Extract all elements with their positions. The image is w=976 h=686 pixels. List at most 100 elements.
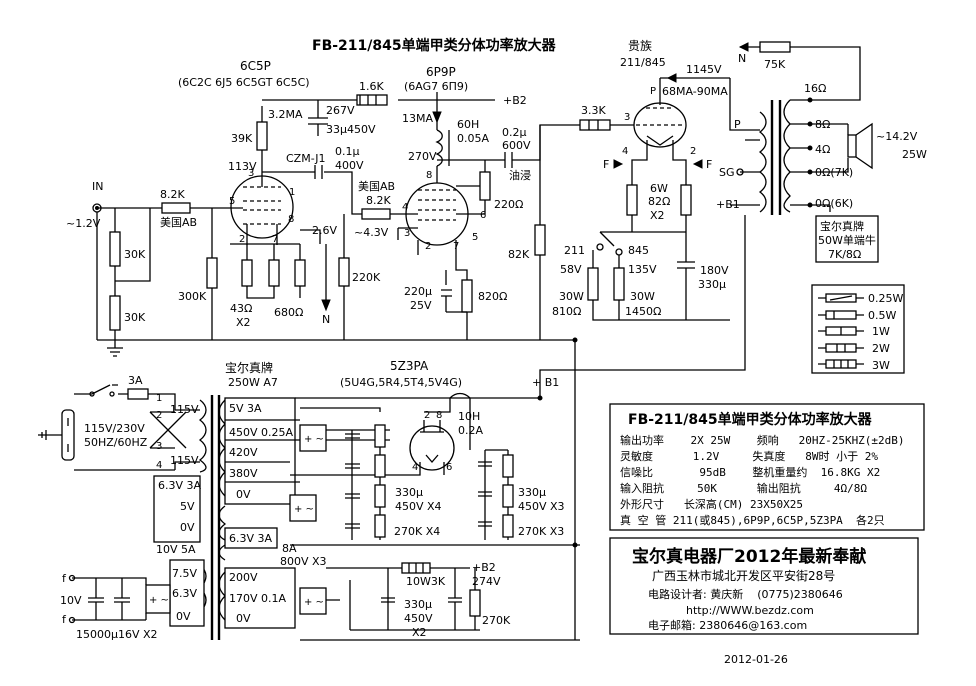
label-270k-x4: 270K X4 (394, 525, 440, 538)
label-mains-freq: 50HZ/60HZ (84, 436, 148, 449)
label-sec-6-3v-3a-b: 6.3V 3A (229, 532, 273, 545)
spec-row: 输入阻抗 50K 输出阻抗 4Ω/8Ω (620, 481, 867, 495)
label-pt-brand: 宝尔真牌 (225, 360, 273, 375)
label-2-6v: 2.6V (312, 224, 337, 237)
label-b1-mid: + B1 (532, 376, 559, 389)
output-transformer: P SG +B1 16Ω 8Ω 4Ω 0Ω(7K) 0Ω(6K) ~14.2V … (716, 78, 927, 263)
pin-label: 1 (289, 187, 295, 198)
svg-text:+ ~: + ~ (304, 597, 324, 608)
ground-symbol-input (97, 339, 200, 357)
label-tube-211: 贵族 (628, 39, 652, 53)
secondary-bias-box (224, 567, 296, 629)
label-0-2a: 0.2A (458, 424, 483, 437)
pin-label: 2 (156, 410, 162, 421)
label-270v: 270V (408, 150, 437, 163)
pin-label: 8 (426, 170, 432, 181)
pin-label: 2 (424, 410, 430, 421)
tube-211-envelope (633, 102, 687, 148)
tube-5z3pa-envelope (409, 425, 455, 471)
label-1450: 1450Ω (625, 305, 661, 318)
spec-row: 信噪比 95dB 整机重量约 16.8KG X2 (620, 465, 880, 479)
label-sec-6-3v: 6.3V (172, 587, 197, 600)
spec-row: 真 空 管 211(或845),6P9P,6C5P,5Z3PA 各2只 (620, 513, 885, 527)
label-sec-380v: 380V (229, 467, 258, 480)
label-n-b: N (738, 52, 746, 65)
resistor-8k2-b (361, 208, 391, 220)
label-30w-a: 30W (559, 290, 584, 303)
tube-6c5p: 6C5P (6C2C 6J5 6C5GT 6C5C) 3 5 8 2 7 1 1… (178, 59, 575, 341)
resistor-680 (294, 259, 306, 287)
label-tube-211-sub: 211/845 (620, 56, 666, 69)
label-180v: 180V (700, 264, 729, 277)
label-b2-bot: +B2 (472, 561, 496, 574)
label-p-pin: P (734, 118, 741, 131)
label-8k2-a: 8.2K (160, 188, 185, 201)
label-450v-x3: 450V X3 (518, 500, 565, 513)
feedback-network: N 75K (738, 41, 861, 101)
credit-box: 宝尔真电器厂2012年最新奉献 广西玉林市城北开发区平安街28号 电路设计者: … (609, 537, 919, 635)
resistor-820 (461, 279, 473, 313)
label-tap-0-6k: 0Ω(6K) (815, 197, 853, 210)
pin-label: P (650, 86, 656, 97)
label-800v-x3: 800V X3 (280, 555, 327, 568)
diode-bridge-c (299, 587, 327, 615)
label-pt-rating: 250W A7 (228, 376, 278, 389)
resistor-3k3 (579, 119, 611, 131)
pin-label: 7 (272, 234, 278, 245)
resistor-39k (256, 121, 268, 151)
label-tube-5z3pa: 5Z3PA (390, 359, 429, 373)
label-3k3: 3.3K (581, 104, 606, 117)
pin-label: 6 (480, 210, 486, 221)
resistor-1k6 (356, 94, 388, 106)
spec-row: 灵敏度 1.2V 失真度 8W时 小于 2% (620, 449, 878, 463)
label-6w: 6W (650, 182, 668, 195)
label-1k6: 1.6K (359, 80, 384, 93)
label-58v: 58V (560, 263, 582, 276)
label-sec-0v-d: 0V (236, 612, 251, 625)
output-transformer-note (815, 215, 879, 263)
label-sec-170v: 170V 0.1A (229, 592, 287, 605)
label-tube-6p9p: 6P9P (426, 65, 456, 79)
label-75k: 75K (764, 58, 786, 71)
secondary-heater-box (153, 475, 201, 543)
input-stage: IN ~1.2V 30K 30K 8.2K 美国AB 300K (66, 180, 230, 357)
label-sec-0v-b: 0V (180, 521, 195, 534)
label-ot-rating: 50W单端牛 (818, 233, 876, 247)
resistor-220k (338, 257, 350, 287)
label-meiguo-ab-a: 美国AB (160, 216, 197, 229)
label-300k: 300K (178, 290, 207, 303)
label-680: 680Ω (274, 306, 303, 319)
label-sec-450v: 450V 0.25A (229, 426, 294, 439)
label-fuse-3a: 3A (128, 374, 143, 387)
label-13ma: 13MA (402, 112, 433, 125)
label-30k-a: 30K (124, 248, 146, 261)
credit-web: http://WWW.bezdz.com (686, 604, 814, 617)
label-43: 43Ω (230, 302, 252, 315)
resistor-30k-a (109, 231, 121, 267)
pin-label: F (706, 158, 712, 171)
label-330u-b: 330μ (404, 598, 432, 611)
credit-email: 电子邮箱: 2380646@163.com (648, 618, 807, 632)
resistor-300k (206, 257, 218, 289)
label-sel-211: 211 (564, 244, 585, 257)
label-8a: 8A (282, 542, 297, 555)
mains-plug-icon (61, 409, 75, 461)
label-3-2ma: 3.2MA (268, 108, 303, 121)
label-82k: 82K (508, 248, 530, 261)
resistor-220 (479, 171, 491, 201)
label-820: 820Ω (478, 290, 507, 303)
label-tap-4: 4Ω (815, 143, 830, 156)
label-in: IN (92, 180, 103, 193)
label-220u: 220μ (404, 285, 432, 298)
label-15000u: 15000μ16V X2 (76, 628, 158, 641)
label-b1-plus: +B1 (716, 198, 740, 211)
label-x2-a: X2 (236, 316, 251, 329)
diode-bridge-b (289, 494, 317, 522)
resistor-82k (534, 224, 546, 256)
label-youjin: 油浸 (509, 168, 531, 182)
resistor-82-a (626, 184, 638, 216)
label-400v: 400V (335, 159, 364, 172)
pin-label: 2 (690, 146, 696, 157)
diode-bridge-a (299, 424, 327, 452)
label-220: 220Ω (494, 198, 523, 211)
